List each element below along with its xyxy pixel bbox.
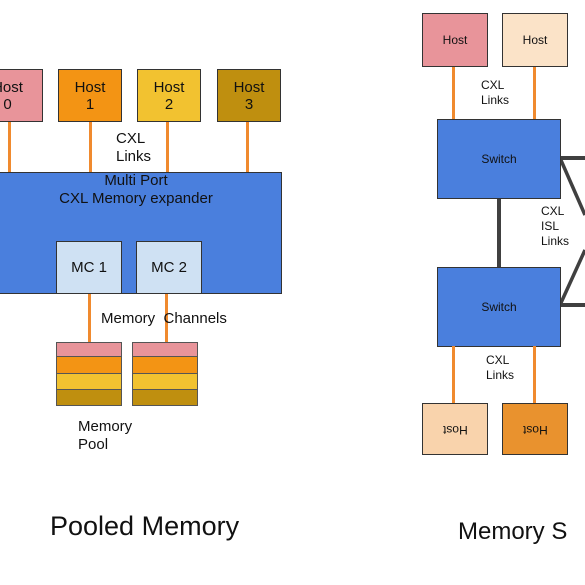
host-0-box: Host 0 xyxy=(0,69,43,122)
mc-1-label: MC 1 xyxy=(71,259,107,276)
switch-top: Switch xyxy=(437,119,561,199)
memory-stack-1-stripe xyxy=(57,343,121,356)
memory-switch-title: Memory S xyxy=(458,518,568,545)
memory-stack-2-stripe xyxy=(133,357,197,373)
top-host-2-label: Host xyxy=(522,32,548,47)
switch-bottom: Switch xyxy=(437,267,561,347)
bottom-host-2-label: Host xyxy=(522,422,548,437)
switch-top-link-2 xyxy=(533,66,536,121)
memory-channel-1-line xyxy=(88,294,91,343)
isl-links-label: CXL ISL Links xyxy=(541,204,570,248)
host-0-label: Host 0 xyxy=(0,78,23,113)
isl-link-line xyxy=(558,157,585,216)
mc-1-box: MC 1 xyxy=(56,241,122,294)
switch-bottom-link-2 xyxy=(533,346,536,404)
bottom-host-1-box: Host xyxy=(422,403,488,455)
expander-label: Multi Port CXL Memory expander xyxy=(59,172,213,207)
pooled-cxl-links-label: CXL Links xyxy=(116,130,152,165)
memory-stack-2 xyxy=(132,342,198,406)
top-host-2-box: Host xyxy=(502,13,568,67)
cxl-link-host0 xyxy=(8,121,11,173)
cxl-link-host1 xyxy=(89,121,92,173)
mc-2-label: MC 2 xyxy=(151,259,187,276)
top-host-1-label: Host xyxy=(442,32,468,47)
host-3-label: Host 3 xyxy=(233,78,265,113)
switch-top-links-label: CXL Links xyxy=(481,78,510,107)
host-3-box: Host 3 xyxy=(217,69,281,122)
memory-stack-2-stripe xyxy=(133,356,197,357)
cxl-link-host2 xyxy=(166,121,169,173)
host-1-box: Host 1 xyxy=(58,69,122,122)
isl-vertical-link xyxy=(497,198,501,268)
memory-channels-label: Memory Channels xyxy=(101,310,227,327)
top-host-1-box: Host xyxy=(422,13,488,67)
memory-stack-2-stripe xyxy=(133,390,197,405)
memory-channel-2-line xyxy=(165,294,168,343)
memory-stack-1-stripe xyxy=(57,390,121,405)
memory-stack-1-stripe xyxy=(57,374,121,389)
pooled-memory-title: Pooled Memory xyxy=(50,511,240,541)
switch-bottom-label: Switch xyxy=(481,300,517,314)
memory-stack-1-stripe xyxy=(57,373,121,374)
memory-stack-2-stripe xyxy=(133,389,197,390)
bottom-host-1-label: Host xyxy=(442,422,468,437)
switch-bottom-link-1 xyxy=(452,346,455,404)
switch-top-link-1 xyxy=(452,66,455,121)
host-2-box: Host 2 xyxy=(137,69,201,122)
switch-top-label: Switch xyxy=(481,152,517,166)
memory-stack-1-stripe xyxy=(57,357,121,373)
host-2-label: Host 2 xyxy=(153,78,185,113)
memory-stack-2-stripe xyxy=(133,374,197,389)
memory-stack-2-stripe xyxy=(133,373,197,374)
mc-2-box: MC 2 xyxy=(136,241,202,294)
memory-stack-1-stripe xyxy=(57,356,121,357)
host-1-label: Host 1 xyxy=(74,78,106,113)
switch-bottom-links-label: CXL Links xyxy=(486,353,515,382)
memory-stack-2-stripe xyxy=(133,343,197,356)
memory-stack-1-stripe xyxy=(57,389,121,390)
memory-pool-label: Memory Pool xyxy=(78,418,133,453)
bottom-host-2-box: Host xyxy=(502,403,568,455)
memory-stack-1 xyxy=(56,342,122,406)
isl-link-line xyxy=(558,249,585,306)
cxl-link-host3 xyxy=(246,121,249,173)
